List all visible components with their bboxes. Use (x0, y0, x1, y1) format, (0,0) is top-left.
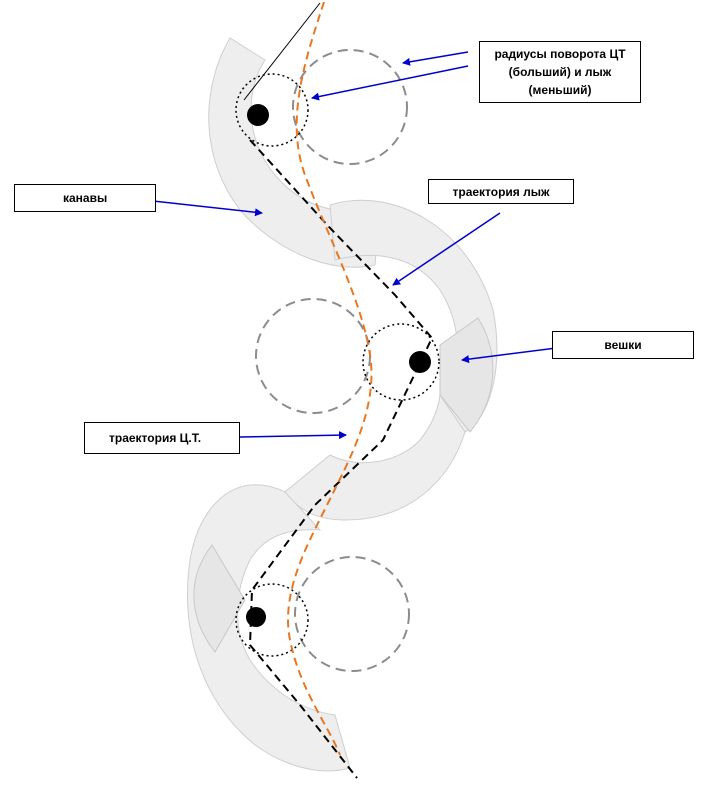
ski-trajectory-line (248, 139, 434, 779)
cg-trajectory-line (287, 1, 373, 756)
label-ski-trajectory: траектория лыж (428, 179, 574, 204)
cg-radius-circle-middle (255, 298, 371, 414)
label-ditches: канавы (14, 184, 156, 212)
ditch-bottom (187, 484, 351, 772)
label-gates: вешки (552, 331, 694, 359)
gate-fan-bottom (193, 544, 246, 653)
arrow-cg-trajectory (239, 431, 347, 440)
label-turn-radii-line-3: (меньший) (528, 83, 592, 97)
arrow-ski-trajectory (392, 212, 501, 286)
gate-top (247, 104, 269, 126)
gate-bottom (246, 607, 266, 627)
label-gates-text: вешки (604, 338, 642, 352)
ditch-top (208, 37, 381, 268)
ski-radius-circle-middle (362, 323, 440, 401)
ditch-middle-lower (284, 393, 466, 521)
ski-turn-radius-circles (235, 73, 440, 657)
ditch-shapes (187, 37, 498, 772)
label-turn-radii-line-1: радиусы поворота ЦТ (494, 47, 626, 61)
arrow-radii-ski (311, 65, 469, 101)
label-ditches-text: канавы (63, 191, 108, 205)
gate-middle (409, 351, 431, 373)
ski-radius-circle-bottom (235, 583, 309, 657)
label-turn-radii: радиусы поворота ЦТ (больший) и лыж (мен… (479, 41, 641, 103)
label-ski-trajectory-text: траектория лыж (452, 184, 550, 199)
ski-radius-circle-top (235, 73, 309, 147)
cg-radius-circle-bottom (294, 556, 410, 672)
cg-turn-radius-circles (255, 49, 410, 672)
label-turn-radii-line-2: (больший) и лыж (508, 65, 612, 79)
label-cg-trajectory-text: траектория Ц.Т. (109, 431, 202, 445)
gates (246, 104, 431, 627)
cg-radius-circle-top (292, 49, 408, 165)
arrow-radii-cg (402, 51, 469, 66)
ski-entry-line (243, 2, 321, 101)
label-cg-trajectory: траектория Ц.Т. (84, 422, 240, 454)
gate-fan-middle (439, 317, 494, 433)
